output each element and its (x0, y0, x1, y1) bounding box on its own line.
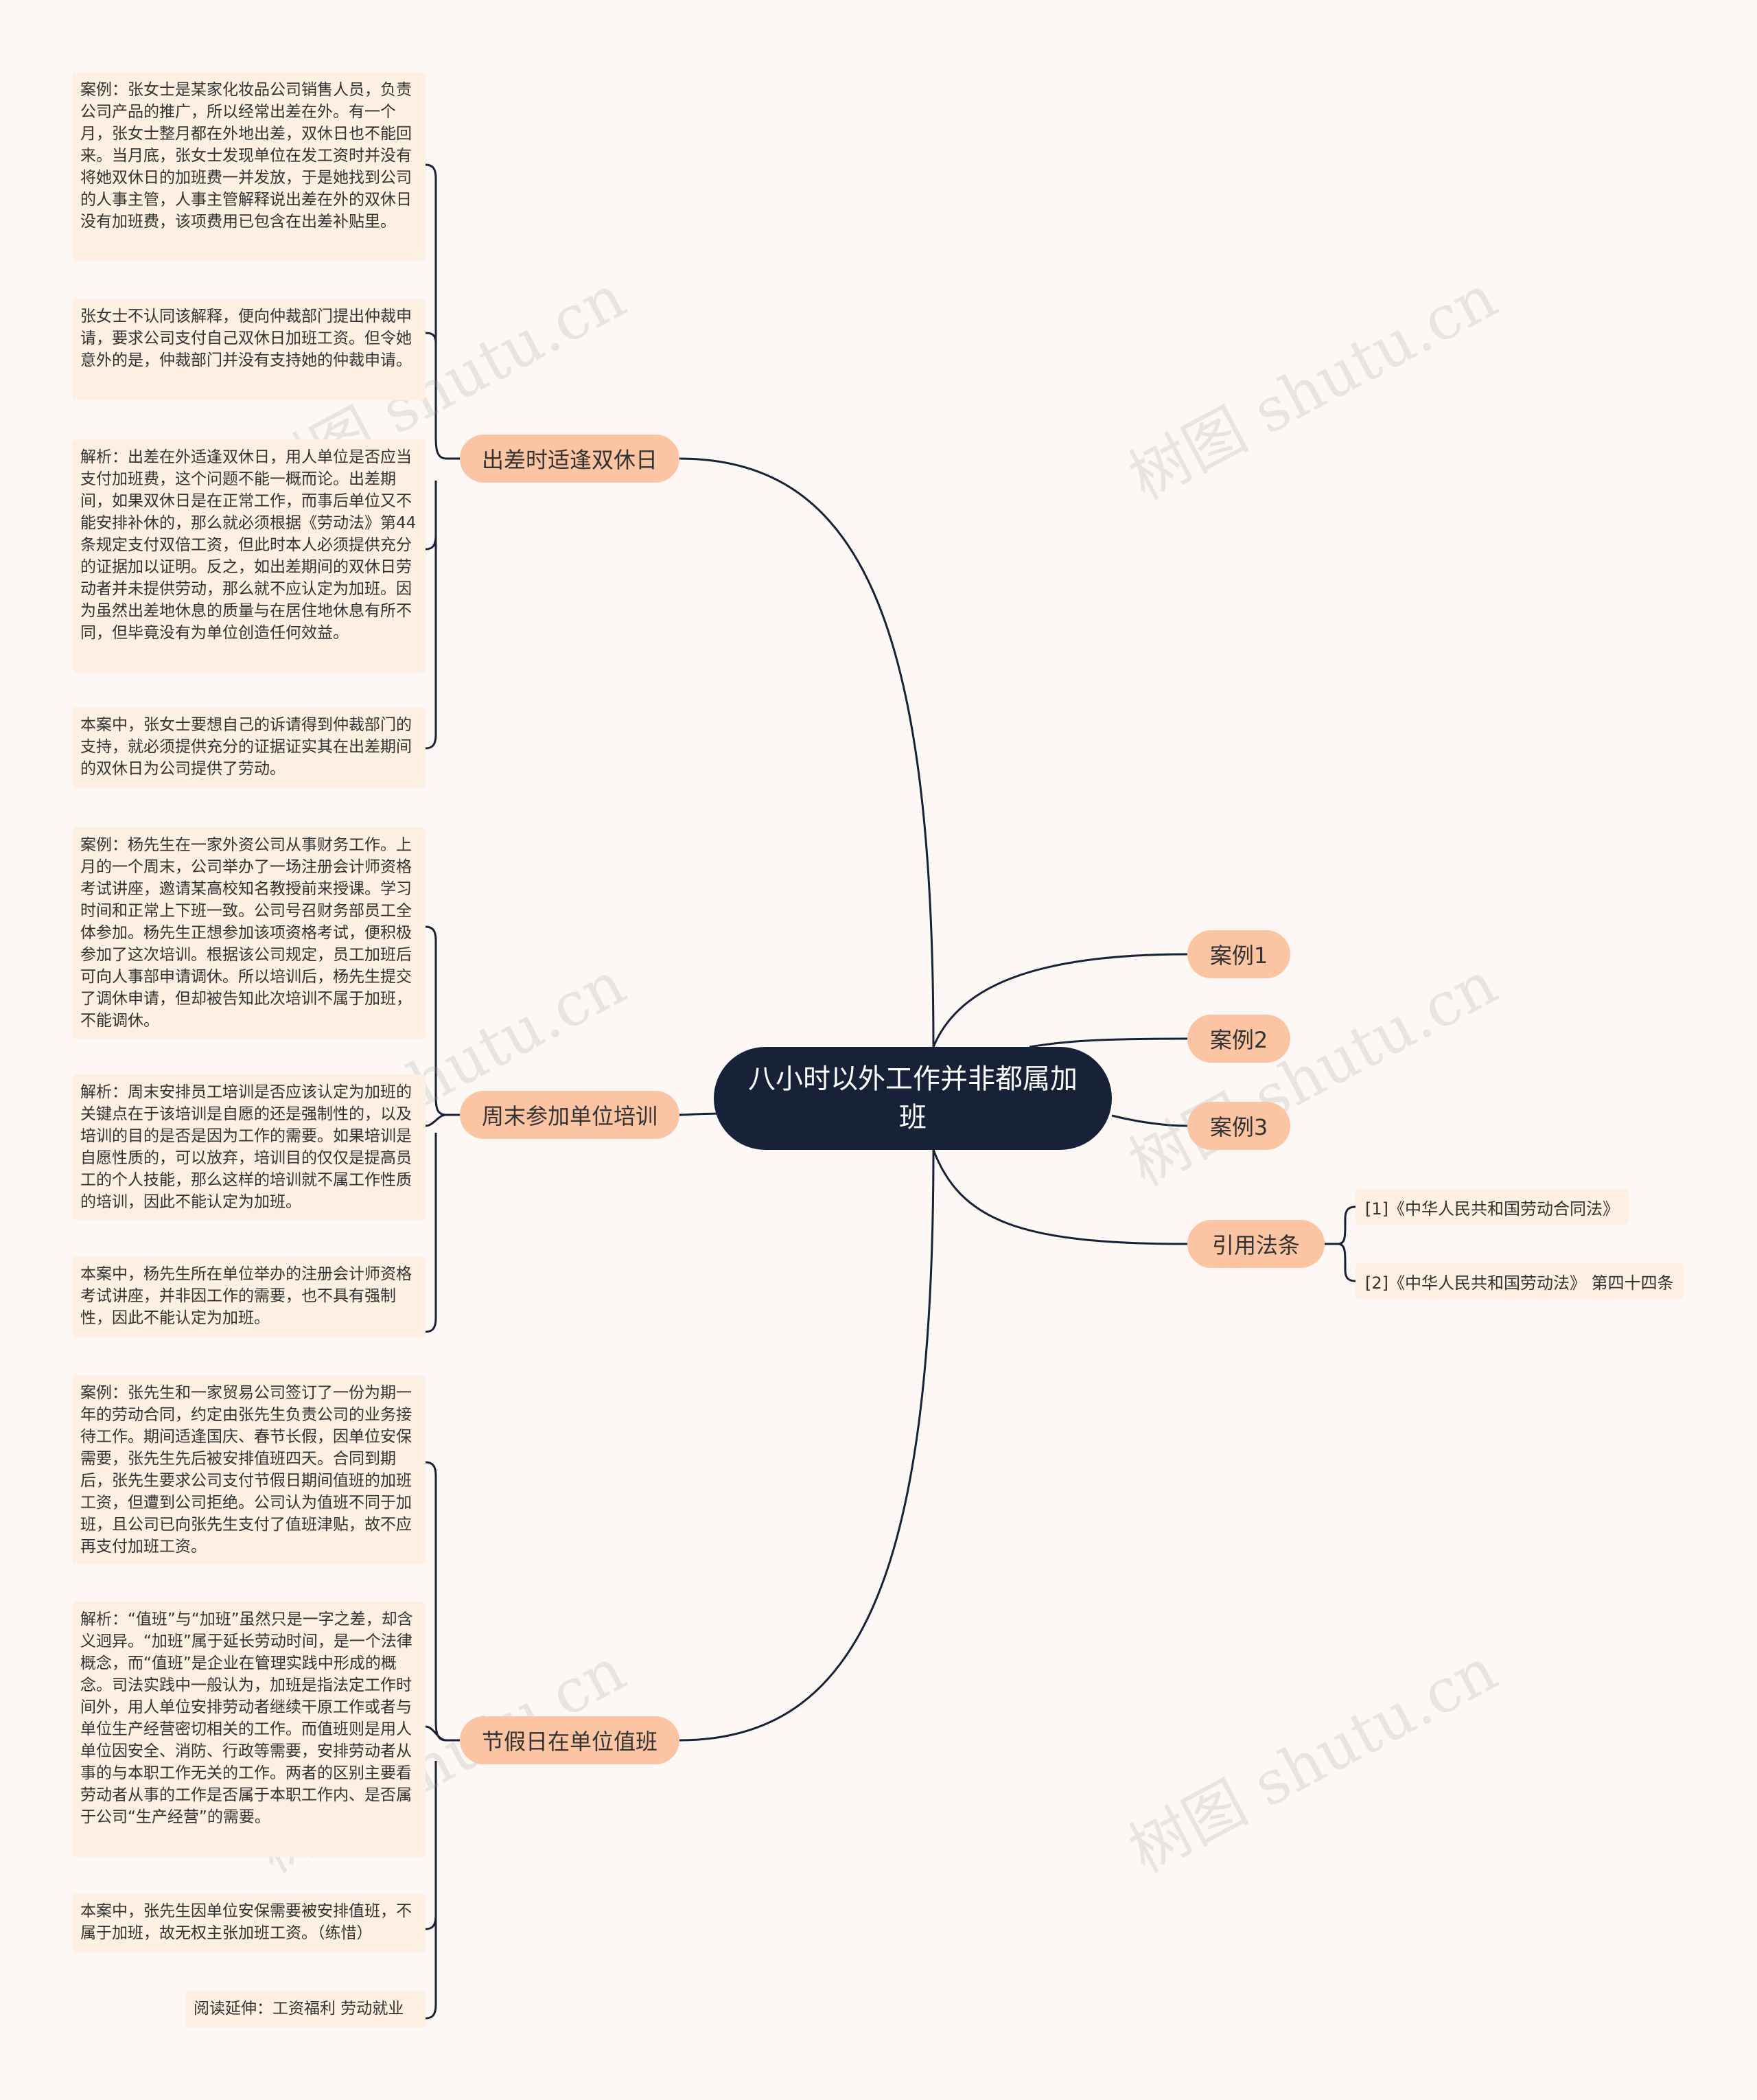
link-root-case1 (932, 953, 1188, 1048)
leaf-b2-case[interactable]: 案例：杨先生在一家外资公司从事财务工作。上月的一个周末，公司举办了一场注册会计师… (72, 827, 426, 1039)
branch-business-trip-weekend[interactable]: 出差时适逢双休日 (460, 435, 679, 483)
leaf-b1-case[interactable]: 案例：张女士是某家化妆品公司销售人员，负责公司产品的推广，所以经常出差在外。有一… (72, 72, 426, 261)
branch-weekend-training[interactable]: 周末参加单位培训 (460, 1091, 679, 1139)
branch-case-2[interactable]: 案例2 (1187, 1015, 1290, 1063)
root-topic[interactable]: 八小时以外工作并非都属加班 (714, 1047, 1112, 1150)
leaf-b3-further-reading[interactable]: 阅读延伸：工资福利 劳动就业 (185, 1991, 426, 2028)
leaf-b2-analysis[interactable]: 解析：周末安排员工培训是否应该认定为加班的关键点在于该培训是自愿的还是强制性的，… (72, 1074, 426, 1220)
link-root-case3 (1111, 1114, 1188, 1127)
leaf-b1-outcome[interactable]: 张女士不认同该解释，便向仲裁部门提出仲裁申请，要求公司支付自己双休日加班工资。但… (72, 299, 426, 400)
leaf-b2-conclusion[interactable]: 本案中，杨先生所在单位举办的注册会计师资格考试讲座，并非因工作的需要，也不具有强… (72, 1256, 426, 1337)
link-root-b3 (679, 1149, 935, 1742)
branch-holiday-duty[interactable]: 节假日在单位值班 (460, 1716, 679, 1764)
link-root-case2 (1029, 1037, 1188, 1048)
link-root-laws (932, 1149, 1188, 1245)
law-labor-law-article-44[interactable]: [2]《中华人民共和国劳动法》 第四十四条 (1355, 1263, 1684, 1299)
leaf-b1-conclusion[interactable]: 本案中，张女士要想自己的诉请得到仲裁部门的支持，就必须提供充分的证据证实其在出差… (72, 707, 426, 788)
bracket-laws (1325, 1205, 1356, 1282)
leaf-b3-case[interactable]: 案例：张先生和一家贸易公司签订了一份为期一年的劳动合同，约定由张先生负责公司的业… (72, 1375, 426, 1565)
leaf-b3-conclusion[interactable]: 本案中，张先生因单位安保需要被安排值班，不属于加班，故无权主张加班工资。（练惜） (72, 1893, 426, 1952)
branch-case-1[interactable]: 案例1 (1187, 930, 1290, 978)
bracket-b3 (425, 1461, 460, 2020)
leaf-b3-analysis[interactable]: 解析：“值班”与“加班”虽然只是一字之差，却含义迥异。“加班”属于延长劳动时间，… (72, 1602, 426, 1857)
leaf-b1-analysis[interactable]: 解析：出差在外适逢双休日，用人单位是否应当支付加班费，这个问题不能一概而论。出差… (72, 439, 426, 673)
law-labor-contract-law[interactable]: [1]《中华人民共和国劳动合同法》 (1355, 1189, 1629, 1225)
bracket-b2 (425, 925, 460, 1333)
link-root-b1 (679, 457, 935, 1048)
branch-case-3[interactable]: 案例3 (1187, 1102, 1290, 1150)
bracket-b1 (425, 163, 460, 750)
branch-cited-laws[interactable]: 引用法条 (1187, 1220, 1325, 1268)
